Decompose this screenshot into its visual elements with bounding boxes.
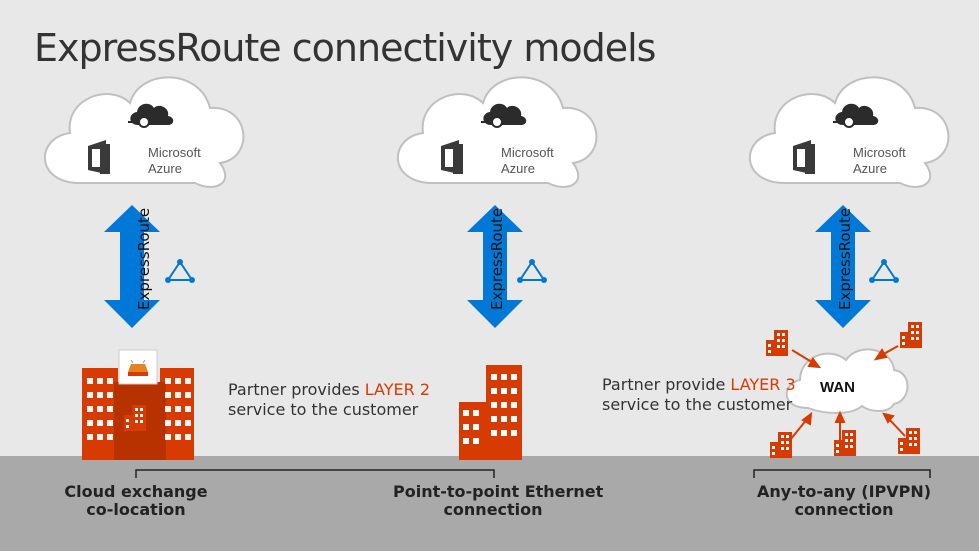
partner-line2: service to the customer [228,400,419,419]
cloud-label-azure: Azure [501,161,535,176]
partner-line2: service to the customer [602,395,793,414]
expressroute-arrow-2: ExpressRoute [467,205,523,328]
expressroute-label: ExpressRoute [135,208,153,310]
model-label-any-to-any: Any-to-any (IPVPN) connection [752,483,936,519]
cloud-label-azure: Azure [148,161,182,176]
cloud-label-azure: Azure [853,161,887,176]
model-line1: Any-to-any (IPVPN) [756,482,932,501]
azure-cloud-3: Microsoft Azure [748,76,950,188]
point-to-point-buildings [459,365,522,460]
page-title: ExpressRoute connectivity models [34,26,656,70]
azure-cloud-1: Microsoft Azure [43,76,245,188]
wan-branch-arrows [789,345,906,441]
partner-layer2-text: Partner provides LAYER 2 service to the … [228,380,430,420]
partner-layer3-text: Partner provide LAYER 3 service to the c… [602,375,796,415]
wan-label: WAN [820,379,855,396]
cloud-label-microsoft: Microsoft [853,145,906,160]
expressroute-label: ExpressRoute [836,208,854,310]
model-line1: Point-to-point Ethernet [393,482,604,501]
partner-prefix: Partner provide [602,375,731,394]
office-icon [441,140,463,174]
network-icon [164,258,196,284]
office-icon [793,140,815,174]
model-label-cloud-exchange: Cloud exchange co-location [56,483,216,519]
bracket-layer3 [753,469,931,478]
expressroute-label: ExpressRoute [488,208,506,310]
colocation-building-cluster [82,349,194,460]
bracket-layer2 [135,469,495,478]
layer-highlight: LAYER 2 [364,380,430,399]
model-line2: co-location [86,500,186,519]
model-line2: connection [794,500,894,519]
ground-band [0,456,979,551]
branch-building-icon [834,430,856,456]
model-line2: connection [443,500,543,519]
branch-building-icon [766,330,788,356]
expressroute-arrow-3: ExpressRoute [815,205,871,328]
network-icon [868,258,900,284]
layer-highlight: LAYER 3 [730,375,796,394]
office-icon [88,140,110,174]
cloud-label-microsoft: Microsoft [501,145,554,160]
azure-cloud-2: Microsoft Azure [396,76,598,188]
model-label-point-to-point: Point-to-point Ethernet connection [393,482,604,519]
expressroute-arrow-1: ExpressRoute [104,205,160,328]
router-icon [128,359,148,376]
branch-building-icon [770,432,792,458]
cloud-label-microsoft: Microsoft [148,145,201,160]
network-icon [516,258,548,284]
model-line1: Cloud exchange [64,482,208,501]
branch-building-icon [900,322,922,348]
partner-prefix: Partner provides [228,380,365,399]
